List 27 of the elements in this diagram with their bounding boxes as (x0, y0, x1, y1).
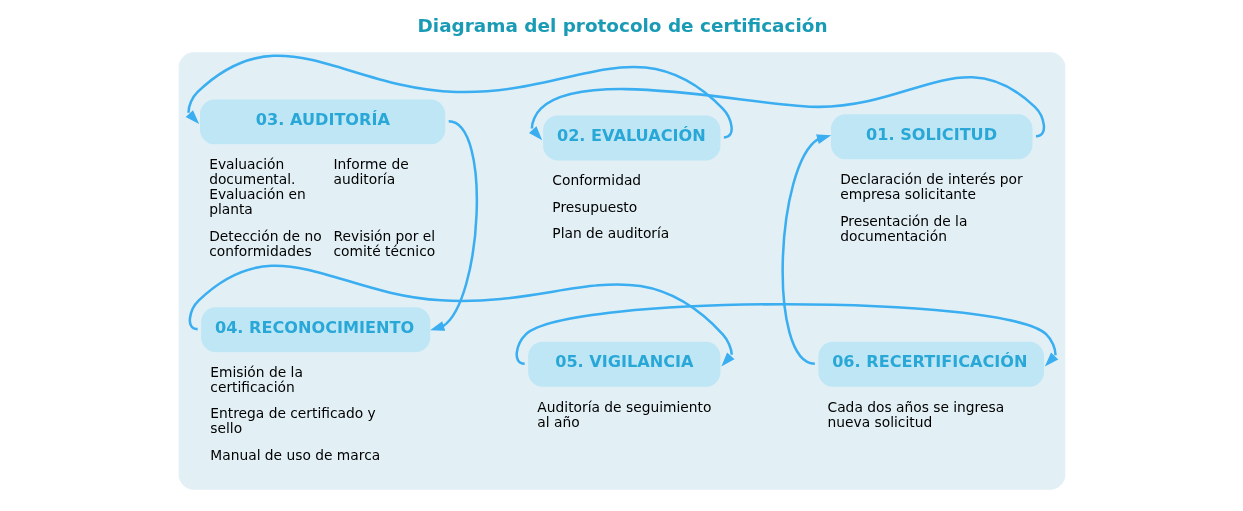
node-label: Entrega de certificado y sello (209, 404, 376, 436)
node-label: Evaluación documental. Evaluación en planta (208, 155, 306, 217)
node-label: Informe de auditoría (333, 155, 409, 187)
arrow (781, 133, 831, 365)
node-label: Revisión por el comité técnico (333, 227, 435, 259)
arrow (515, 302, 1058, 366)
node-label: Presentación de la documentación (839, 212, 967, 244)
arrow (528, 75, 1045, 140)
diagram-title: Diagrama del protocolo de certificación (417, 14, 828, 36)
node-label: Detección de no conformidades (208, 227, 322, 259)
node-box: 06. RECERTIFICACIÓN (817, 341, 1044, 387)
node-label: Cada dos años se ingresa nueva solicitud (827, 398, 1004, 430)
node-box: 01. SOLICITUD (830, 113, 1032, 159)
arrow (188, 264, 735, 367)
node-box: 03. AUDITORÍA (199, 98, 445, 144)
arrow (429, 119, 478, 331)
node-label: Presupuesto (551, 198, 637, 215)
node-label: Conformidad (551, 171, 641, 188)
node-label: Emisión de la certificación (209, 363, 303, 395)
node-label: Manual de uso de marca (209, 446, 380, 463)
arrow (185, 54, 733, 139)
node-label: Plan de auditoría (551, 224, 669, 241)
node-label: Declaración de interés por empresa solicitante (839, 170, 1023, 202)
node-label: Auditoría de seguimiento al año (536, 398, 711, 430)
node-box: 02. EVALUACIÓN (542, 115, 720, 160)
node-box: 04. RECONOCIMIENTO (200, 306, 430, 352)
node-box: 05. VIGILANCIA (527, 341, 720, 387)
